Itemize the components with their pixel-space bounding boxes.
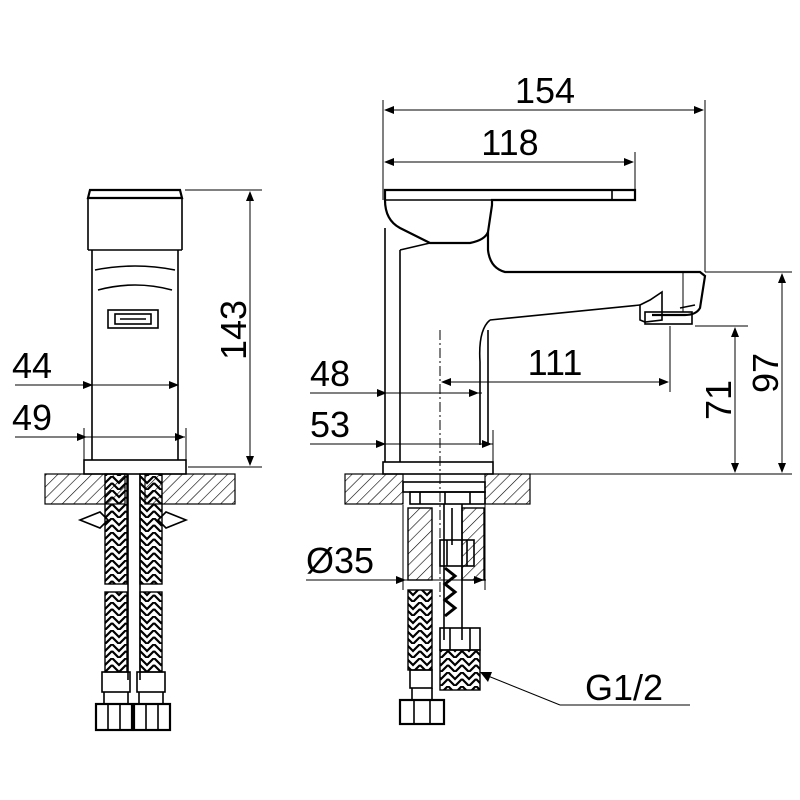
dim-front-body-width: 44 (12, 345, 179, 389)
dim-143-label: 143 (213, 300, 254, 360)
side-mounting-nut (402, 481, 486, 505)
side-base (382, 461, 494, 475)
dim-o35-label: Ø35 (306, 540, 374, 581)
dim-48-label: 48 (310, 353, 350, 394)
dim-overall-length: 154 (382, 70, 706, 272)
front-body (91, 250, 179, 460)
dim-lever-length: 118 (384, 122, 636, 190)
front-view: 143 44 49 (12, 188, 262, 732)
front-lever (86, 188, 184, 251)
dim-spout-reach: 111 (441, 326, 671, 392)
dim-111-label: 111 (528, 342, 583, 383)
side-lever (383, 188, 637, 245)
side-view: 154 118 111 48 53 (306, 70, 792, 726)
side-shank (398, 504, 485, 726)
dim-44-label: 44 (12, 345, 52, 386)
dim-front-height: 143 (185, 189, 262, 468)
dim-shank-diameter: Ø35 (306, 505, 486, 590)
side-body (384, 228, 707, 462)
dim-front-base-width: 49 (12, 397, 187, 462)
front-hoses (77, 473, 189, 732)
dim-53-label: 53 (310, 404, 350, 445)
dim-49-label: 49 (12, 397, 52, 438)
dim-spout-height: 71 (695, 325, 748, 473)
dim-overall-height: 97 (493, 271, 792, 475)
dim-71-label: 71 (698, 380, 739, 420)
dim-thread-callout: G1/2 (480, 667, 690, 708)
front-base (83, 459, 187, 475)
dim-base-depth: 53 (310, 404, 494, 462)
dim-118-label: 118 (481, 122, 538, 163)
dim-g12-label: G1/2 (585, 667, 663, 708)
dim-97-label: 97 (745, 353, 786, 393)
dim-154-label: 154 (515, 70, 575, 111)
side-countertop (344, 473, 531, 505)
dim-body-depth: 48 (310, 353, 482, 397)
